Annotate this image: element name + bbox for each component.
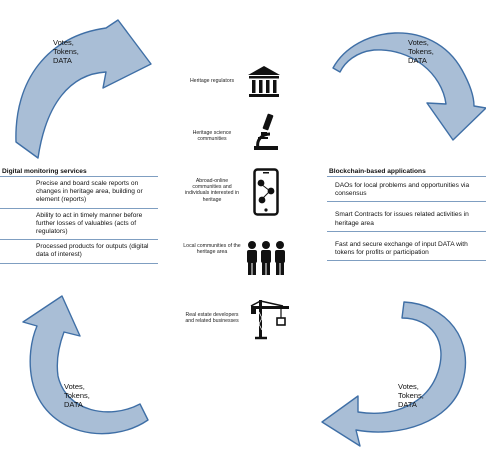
arrow-bottom-left [22, 295, 149, 435]
flow-line: Votes, [408, 38, 429, 47]
arrow-top-right [332, 32, 486, 141]
flow-line: Tokens, [398, 391, 424, 400]
actor-label-real-estate: Real estate developers and related busin… [185, 312, 239, 325]
flow-line: Votes, [53, 38, 74, 47]
actor-label-regulators: Heritage regulators [189, 78, 235, 84]
left-panel-item: Precise and board scale reports on chang… [0, 177, 158, 209]
flow-line: Tokens, [408, 47, 434, 56]
arrow-top-left [15, 19, 152, 159]
right-panel: DAOs for local problems and opportunitie… [327, 176, 486, 262]
actor-label-local: Local communities of the heritage area [183, 243, 241, 256]
left-panel-divider [0, 176, 158, 177]
left-panel: Precise and board scale reports on chang… [0, 176, 158, 264]
left-panel-item: Ability to act in timely manner before f… [0, 209, 158, 241]
flow-line: Votes, [64, 382, 85, 391]
left-panel-item: Processed products for outputs (digital … [0, 240, 158, 264]
right-panel-item: Smart Contracts for issues related activ… [327, 208, 486, 232]
right-panel-divider [327, 176, 486, 177]
flow-line: Tokens, [64, 391, 90, 400]
construction-crane-icon [250, 300, 289, 340]
flow-label-top-right: Votes, Tokens, DATA [408, 38, 434, 65]
flow-line: DATA [408, 56, 427, 65]
right-panel-title: Blockchain-based applications [329, 168, 426, 175]
actor-label-science: Heritage science communities [192, 130, 232, 143]
flow-line: Votes, [398, 382, 419, 391]
museum-icon [248, 66, 280, 97]
flow-line: DATA [64, 400, 83, 409]
microscope-icon [254, 113, 278, 150]
flow-label-bottom-left: Votes, Tokens, DATA [64, 382, 90, 409]
flow-line: Tokens, [53, 47, 79, 56]
left-panel-title: Digital monitoring services [2, 168, 87, 175]
flow-label-bottom-right: Votes, Tokens, DATA [398, 382, 424, 409]
actor-label-online: Abroad-online communities and individual… [185, 178, 239, 203]
arrow-bottom-right [321, 301, 467, 447]
people-group-icon [247, 241, 285, 275]
right-panel-item: Fast and secure exchange of input DATA w… [327, 238, 486, 262]
flow-label-top-left: Votes, Tokens, DATA [53, 38, 79, 65]
flow-line: DATA [398, 400, 417, 409]
right-panel-item: DAOs for local problems and opportunitie… [327, 179, 486, 203]
smartphone-network-icon [253, 168, 279, 216]
flow-line: DATA [53, 56, 72, 65]
